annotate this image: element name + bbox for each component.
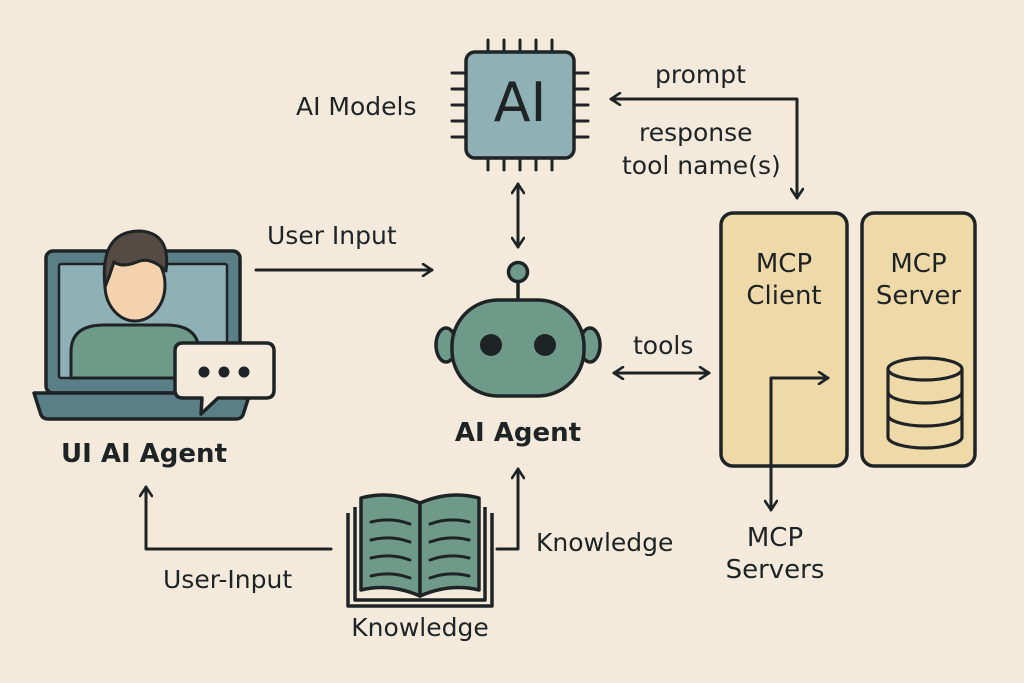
knowledge-book-label: Knowledge bbox=[351, 613, 489, 642]
user-input-back-label: User-Input bbox=[163, 565, 293, 594]
mcp-server-label: MCP Server bbox=[875, 249, 962, 311]
arrow-mcp-internal bbox=[771, 378, 830, 512]
user-input-label: User Input bbox=[267, 221, 397, 250]
database-icon bbox=[886, 356, 964, 450]
tool-names-label: tool name(s) bbox=[622, 151, 781, 180]
arrow-prompt-response bbox=[609, 99, 797, 200]
ai-chip-icon bbox=[450, 38, 590, 172]
mcp-servers-label: MCP Servers bbox=[725, 523, 825, 585]
prompt-label: prompt bbox=[655, 60, 746, 89]
knowledge-edge-label: Knowledge bbox=[536, 528, 674, 557]
chat-dots-icon bbox=[198, 366, 250, 378]
book-icon bbox=[346, 493, 494, 608]
mcp-client-label: MCP Client bbox=[746, 249, 822, 311]
laptop-user-icon bbox=[32, 229, 276, 421]
arrow-knowledge-agent bbox=[495, 467, 518, 551]
ai-models-label: AI Models bbox=[296, 92, 417, 121]
robot-icon bbox=[434, 260, 602, 398]
ai-agent-label: AI Agent bbox=[454, 418, 582, 448]
chip-text: AI bbox=[493, 71, 547, 134]
response-label: response bbox=[639, 118, 753, 147]
arrow-user-input-back bbox=[146, 485, 333, 551]
ui-ai-agent-label: UI AI Agent bbox=[61, 439, 227, 469]
tools-label: tools bbox=[633, 331, 694, 360]
